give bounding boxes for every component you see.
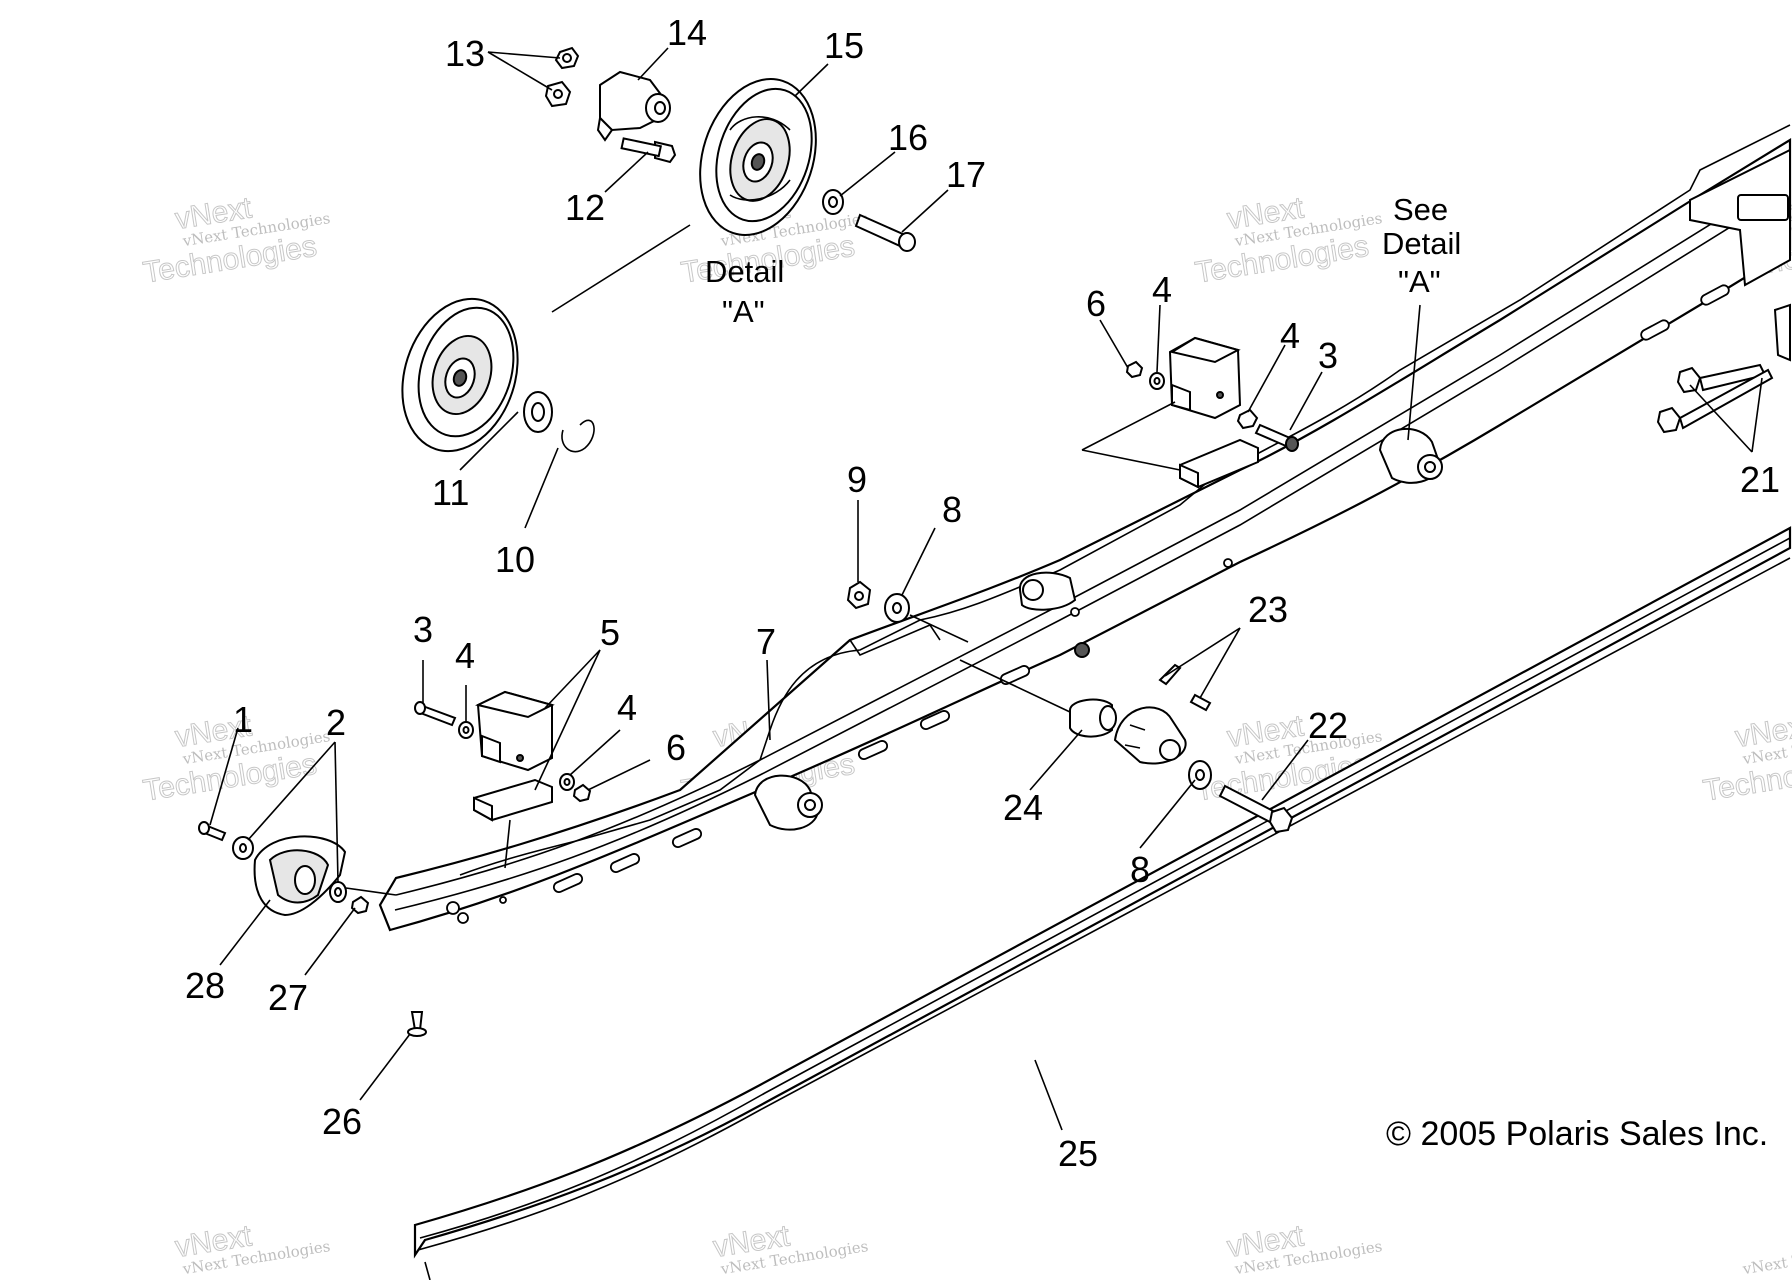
slide-rail-25 xyxy=(413,526,1792,1280)
callout-2: 2 xyxy=(326,702,346,743)
idler-bracket-14 xyxy=(596,70,671,142)
callout-6-lower: 6 xyxy=(666,727,686,768)
nut-6-lower xyxy=(572,783,592,803)
svg-text:See: See xyxy=(1393,192,1448,227)
callout-12: 12 xyxy=(565,187,605,228)
rail-mount-boss xyxy=(1018,571,1090,658)
axle-boss-rear xyxy=(1378,427,1443,484)
callout-6-upper: 6 xyxy=(1086,283,1106,324)
svg-text:Detail: Detail xyxy=(1382,226,1461,261)
callout-24: 24 xyxy=(1003,787,1043,828)
nut-27 xyxy=(350,895,370,915)
callout-10: 10 xyxy=(495,539,535,580)
callout-7: 7 xyxy=(756,621,776,662)
callout-15: 15 xyxy=(824,25,864,66)
bolt-17 xyxy=(854,213,916,252)
washer-8-upper xyxy=(884,593,910,623)
washer-4-upper-b xyxy=(1236,408,1259,430)
slider-block-upper xyxy=(1168,336,1242,420)
callout-25: 25 xyxy=(1058,1133,1098,1174)
callout-16: 16 xyxy=(888,117,928,158)
bolt-3-lower xyxy=(414,701,457,727)
callout-27: 27 xyxy=(268,977,308,1018)
nut-13a xyxy=(554,46,580,70)
callout-4-upper-b: 4 xyxy=(1280,315,1300,356)
bolt-3-upper xyxy=(1254,423,1299,452)
see-detail-a-label: See Detail "A" xyxy=(1382,192,1461,299)
callout-28: 28 xyxy=(185,965,225,1006)
washer-4-lower-a xyxy=(458,721,474,739)
washer-2b xyxy=(329,881,347,903)
watermark: vNext vNext Technologies Technologies xyxy=(1192,191,1383,290)
svg-text:"A": "A" xyxy=(1398,264,1441,299)
pin-23b xyxy=(1189,693,1212,712)
detail-a-label: Detail "A" xyxy=(705,254,784,329)
axle-boss-front xyxy=(753,774,823,831)
circlip-10 xyxy=(561,419,595,453)
callout-4-lower-b: 4 xyxy=(617,687,637,728)
watermark: vNext vNext Technologies xyxy=(172,1219,331,1279)
slider-block-lower xyxy=(475,690,555,772)
cam-23 xyxy=(1113,706,1187,765)
copyright-text: © 2005 Polaris Sales Inc. xyxy=(1386,1115,1768,1153)
callout-labels: 13 14 15 16 17 12 11 10 6 4 4 3 21 9 8 2… xyxy=(185,12,1780,1174)
spacer-24 xyxy=(1069,698,1117,738)
idler-wheel-11 xyxy=(401,297,553,453)
callout-26: 26 xyxy=(322,1101,362,1142)
washer-16 xyxy=(822,189,844,215)
idler-wheel-15 xyxy=(699,78,817,236)
callout-17: 17 xyxy=(946,154,986,195)
watermark: vNext vNext Technologies Technologies xyxy=(140,191,331,290)
leader-lines xyxy=(209,47,1763,1131)
callout-21: 21 xyxy=(1740,459,1780,500)
watermark: vNext Technologies xyxy=(1741,1237,1792,1278)
callout-11: 11 xyxy=(432,472,469,513)
callout-4-lower-a: 4 xyxy=(455,635,475,676)
svg-text:"A": "A" xyxy=(722,294,765,329)
svg-text:vNext Technologies: vNext Technologies xyxy=(1741,1237,1792,1278)
watermark: vNext vNext Technologies xyxy=(1224,1219,1383,1279)
bolt-1 xyxy=(198,821,227,842)
callout-1: 1 xyxy=(233,699,253,740)
svg-text:Detail: Detail xyxy=(705,254,784,289)
washer-4-lower-b xyxy=(559,773,575,791)
wear-strip-lower xyxy=(473,778,553,822)
watermark: vNext vNext Technologies xyxy=(710,1219,869,1279)
bolt-22 xyxy=(1218,784,1294,834)
callout-3-upper: 3 xyxy=(1318,335,1338,376)
rivet-26 xyxy=(407,1011,427,1037)
rail-cap-28 xyxy=(253,835,347,917)
wear-strip-upper xyxy=(1179,438,1259,489)
callout-23: 23 xyxy=(1248,589,1288,630)
nut-13b xyxy=(544,80,572,108)
callout-22: 22 xyxy=(1308,705,1348,746)
washer-4-upper-a xyxy=(1149,372,1165,390)
callout-3-lower: 3 xyxy=(413,609,433,650)
callout-4-upper-a: 4 xyxy=(1152,269,1172,310)
washer-8-lower xyxy=(1188,760,1212,790)
rail-assembly-7 xyxy=(378,124,1792,932)
watermark: vNext vNext Technologies Technologies xyxy=(1192,709,1383,808)
callout-8-lower: 8 xyxy=(1130,849,1150,890)
callout-5: 5 xyxy=(600,612,620,653)
callout-14: 14 xyxy=(667,12,707,53)
nut-9 xyxy=(846,580,872,610)
nut-6-upper xyxy=(1125,360,1144,379)
callout-13: 13 xyxy=(445,33,485,74)
callout-9: 9 xyxy=(847,459,867,500)
watermark: vNext vNext Technologies Technologies xyxy=(1700,709,1792,808)
callout-8-upper: 8 xyxy=(942,489,962,530)
bolt-21b xyxy=(1656,368,1774,434)
washer-2a xyxy=(232,836,254,860)
bolt-12 xyxy=(620,137,677,164)
